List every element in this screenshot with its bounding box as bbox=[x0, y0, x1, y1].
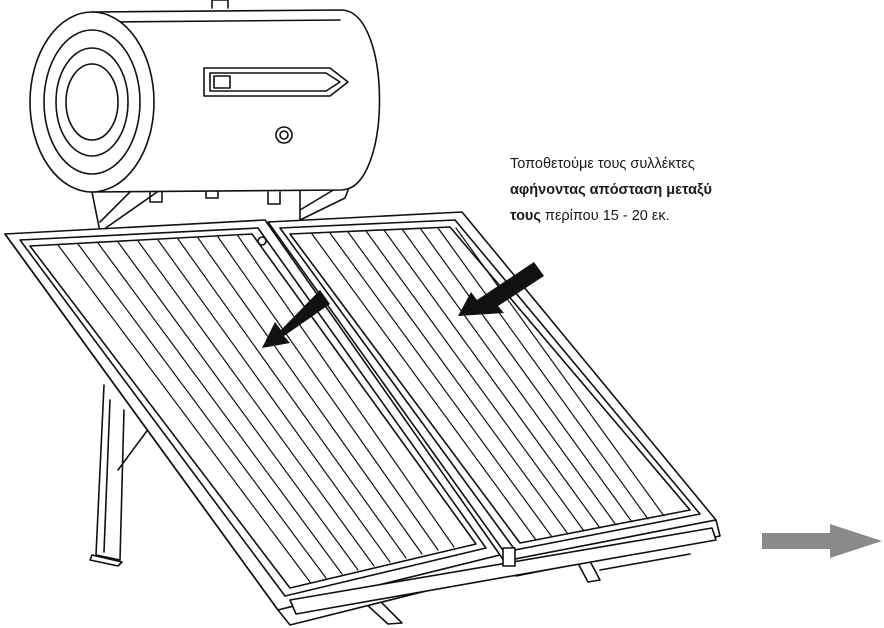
arrow-down-left-icon bbox=[262, 262, 544, 348]
instruction-caption: Τοποθετούμε τους συλλέκτες αφήνοντας από… bbox=[510, 151, 760, 229]
caption-line-3: τους περίπου 15 - 20 εκ. bbox=[510, 203, 760, 229]
solar-collector-right bbox=[267, 211, 721, 615]
arrow-right-icon bbox=[762, 524, 882, 558]
caption-line-2: αφήνοντας απόσταση μεταξύ bbox=[510, 177, 760, 203]
water-tank bbox=[29, 0, 381, 205]
caption-bold-text: αφήνοντας απόσταση μεταξύ bbox=[510, 182, 712, 198]
caption-distance-text: περίπου 15 - 20 εκ. bbox=[540, 208, 670, 224]
caption-line-1: Τοποθετούμε τους συλλέκτες bbox=[510, 156, 695, 172]
caption-bold-word: τους bbox=[510, 208, 541, 224]
